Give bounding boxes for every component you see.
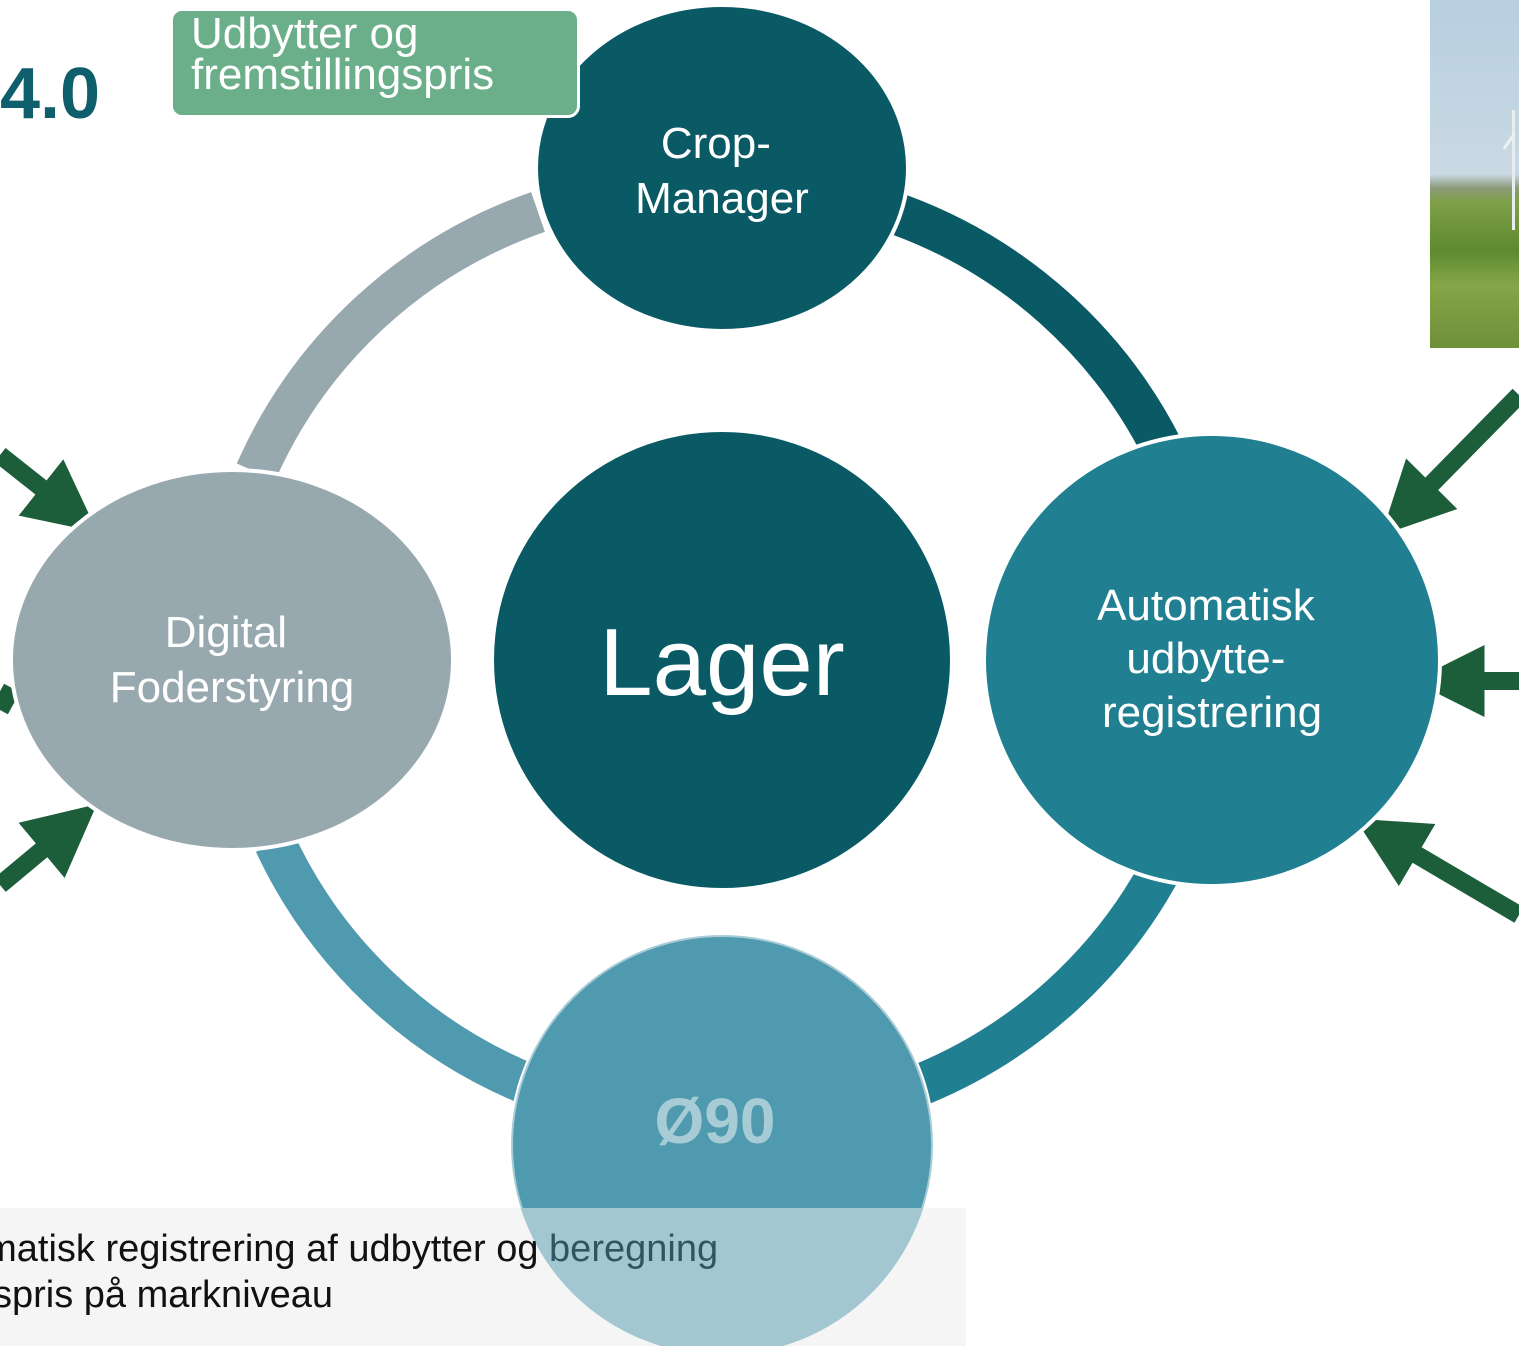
node-automatic-yield-registration-label: Automatisk udbytte- registrering [1097,581,1327,737]
wind-turbine-field-photo [1430,0,1519,348]
turbine-mast [1512,110,1515,230]
center-circle [490,428,954,892]
node-crop-manager [534,3,910,333]
ring-arc-right-bottom [912,855,1182,1105]
arrow-right-upper [1381,388,1519,536]
node-automatic-yield-registration [982,432,1442,888]
arrow-left-upper [0,447,98,533]
ring-arc-left-top [236,192,545,481]
node-digital-feed-control-label: Digital Foderstyring [110,608,355,712]
node-left-line-2: Foderstyring [110,663,355,712]
caption-line-2: spris på markniveau [0,1274,334,1316]
arrow-left-lower [0,804,97,892]
callout-line-2: fremstillingspris [191,50,495,99]
node-crop-manager-line-1: Crop- [661,119,771,168]
callout-yields-production-price: Udbytter og fremstillingspris [170,8,580,118]
node-right-line-3: registrering [1102,688,1322,737]
node-right-line-1: Automatisk [1097,581,1316,630]
center-label: Lager [599,609,845,716]
caption-box: omatisk registrering af udbytter og bere… [0,1208,966,1346]
ring-arc-bottom-left [255,834,538,1105]
node-crop-manager-label: Crop- Manager [635,119,809,223]
callout-line-1: Udbytter og [191,9,419,58]
caption-line-1: omatisk registrering af udbytter og bere… [0,1228,719,1270]
node-o90-label: Ø90 [655,1085,776,1157]
page-title-fragment: 4.0 [0,54,101,134]
node-left-line-1: Digital [165,608,287,657]
arrow-left-middle [0,683,20,715]
ring-arc-top-right [892,195,1182,460]
node-digital-feed-control [9,468,455,852]
arrow-right-lower [1355,818,1519,923]
node-right-line-2: udbytte- [1126,634,1285,683]
node-crop-manager-line-2: Manager [635,174,809,223]
